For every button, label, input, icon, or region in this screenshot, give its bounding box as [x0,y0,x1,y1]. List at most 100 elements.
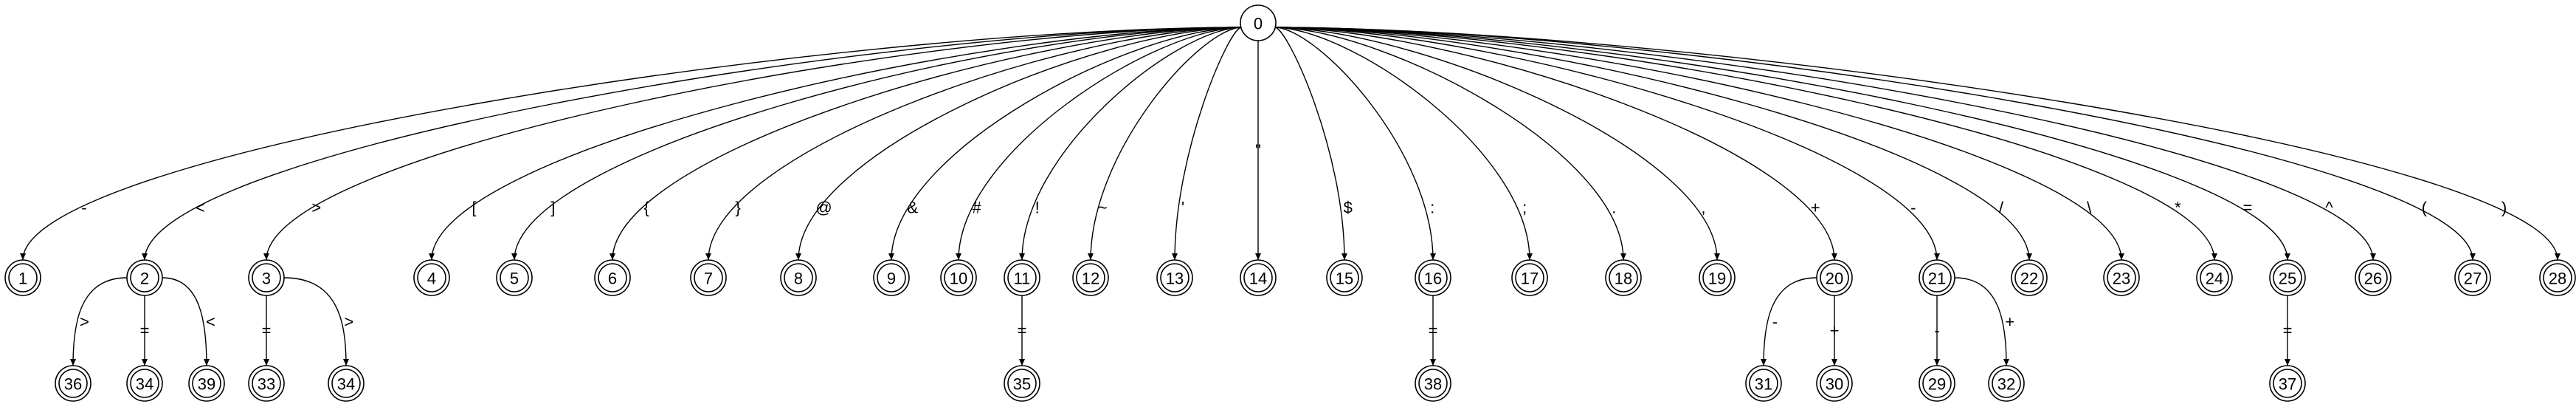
final-state-ring [1418,263,1448,293]
edge-label: . [1612,199,1616,217]
edge-label: = [1018,321,1027,340]
arrowhead-icon [610,253,615,260]
state-node-n4: 4 [413,259,450,296]
state-node-n26: 26 [2355,259,2392,296]
final-state-ring [2543,263,2572,293]
edge-label: ' [1181,199,1184,217]
arrowhead-icon [1831,253,1837,260]
edge-label: ^ [2325,199,2333,217]
state-circle [1004,365,1040,402]
state-label: 15 [1336,270,1353,288]
final-state-ring [1820,369,1849,398]
state-label: 26 [2364,270,2382,288]
arrowhead-icon [1831,359,1837,366]
edge-n0-n6 [612,27,1242,261]
state-node-n0: 0 [1240,4,1277,41]
arrowhead-icon [204,359,210,366]
arrowhead-icon [70,359,76,366]
edge-n0-n16 [1274,27,1434,261]
final-state-ring [1609,263,1638,293]
state-label: 29 [1928,375,1946,394]
edge-n0-n18 [1274,27,1624,261]
arrowhead-icon [511,253,517,260]
edge-label: ! [1035,199,1040,217]
arrowhead-icon [2285,253,2290,260]
edge-label: - [81,199,86,217]
state-circle [690,259,727,296]
state-label: 33 [258,375,275,394]
edge-n0-n8 [798,27,1242,261]
final-state-ring [694,263,723,293]
state-label: 11 [1014,270,1031,288]
final-state-ring [130,263,159,293]
state-node-n20b: 30 [1816,365,1853,402]
final-state-ring [877,263,906,293]
arrowhead-icon [1019,359,1025,366]
arrowhead-icon [2119,253,2124,260]
state-node-n3a: 33 [248,365,285,402]
state-label: 18 [1615,270,1632,288]
arrowhead-icon [2003,359,2009,366]
final-state-ring [2358,263,2388,293]
state-label: 27 [2464,270,2482,288]
state-circle [2355,259,2392,296]
state-label: 3 [262,270,271,288]
edge-label: $ [1344,199,1353,217]
state-label: 35 [1013,375,1031,394]
state-label: 25 [2279,270,2296,288]
edge-n0-n13 [1174,27,1242,261]
final-state-ring [1922,263,1952,293]
arrowhead-icon [1714,253,1720,260]
edge-label: ~ [1098,199,1108,217]
arrowhead-icon [956,253,961,260]
state-node-n2b: 34 [126,365,163,402]
arrowhead-icon [20,253,26,260]
state-circle [1605,259,1642,296]
edge-label: ; [1522,199,1527,217]
edge-n20-n20a [1763,277,1817,366]
final-state-ring [1992,369,2021,398]
arrowhead-icon [1430,359,1436,366]
edge-label: < [196,199,205,217]
edge-label: = [262,321,272,340]
edge-label: ) [2501,199,2507,217]
state-label: 39 [198,375,215,394]
final-state-ring [1007,369,1037,398]
final-state-ring [8,263,38,293]
arrowhead-icon [263,253,269,260]
state-circle [594,259,631,296]
final-state-ring [1515,263,1544,293]
arrowhead-icon [2026,253,2032,260]
edge-n0-n7 [708,27,1242,261]
state-circle [1240,4,1277,41]
final-state-ring [252,369,281,398]
state-label: 22 [2020,270,2038,288]
state-label: 13 [1166,270,1184,288]
edge-label: > [80,312,89,331]
state-node-n13: 13 [1156,259,1193,296]
edge-label: > [344,312,353,331]
state-node-n15: 15 [1326,259,1363,296]
final-state-ring [500,263,529,293]
edge-n0-n9 [891,27,1242,261]
final-state-ring [784,263,813,293]
edge-n0-n28 [1274,27,2558,261]
edge-label: " [1255,141,1261,160]
state-label: 0 [1254,15,1263,33]
state-label: 2 [140,270,149,288]
edge-label: = [1429,321,1438,340]
state-circle [1156,259,1193,296]
state-label: 28 [2549,270,2566,288]
state-node-n5: 5 [496,259,533,296]
state-label: 36 [64,375,82,394]
state-label: 31 [1755,375,1772,394]
arrowhead-icon [2211,253,2217,260]
arrowhead-icon [1019,253,1025,260]
state-node-n14: 14 [1240,259,1277,296]
final-state-ring [2107,263,2136,293]
arrowhead-icon [1934,253,1940,260]
arrowhead-icon [1934,359,1940,366]
edge-n0-n21 [1274,27,1938,261]
state-label: 34 [136,375,153,394]
state-circle [2539,259,2576,296]
